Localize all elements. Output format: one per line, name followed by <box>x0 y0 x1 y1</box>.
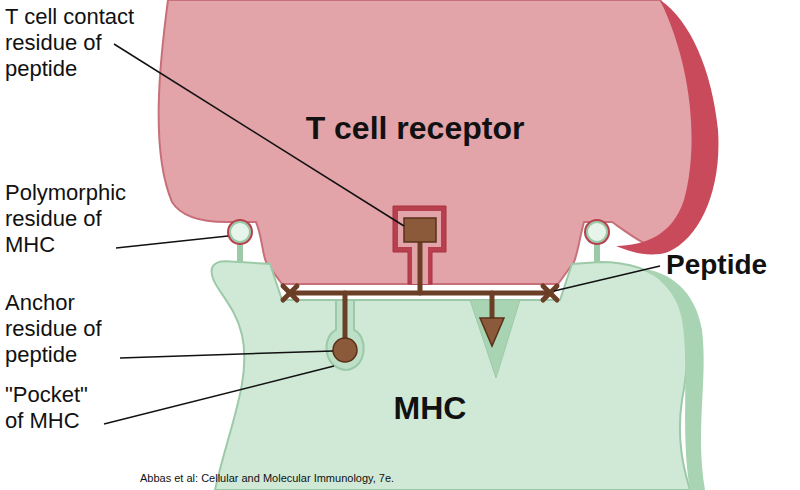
shape-title: MHC <box>394 390 467 427</box>
residue-notch <box>584 219 610 245</box>
peptide-chain <box>283 240 557 345</box>
shape-title: T cell receptor <box>306 110 525 147</box>
shape-outline <box>200 240 710 490</box>
residue-notch <box>227 219 253 245</box>
shape-path <box>159 0 699 284</box>
mhc-groove-pocket <box>470 300 520 378</box>
callout-label: Anchor residue of peptide <box>5 290 135 368</box>
polymorphic-residue <box>587 222 607 242</box>
callout-label: T cell contact residue of peptide <box>5 4 155 82</box>
callout-label: "Pocket" of MHC <box>5 382 97 434</box>
mhc-shape: MHC <box>200 240 710 490</box>
peptide-residue <box>480 318 504 346</box>
callout-label: Peptide <box>666 248 796 281</box>
polymorphic-residue <box>230 222 250 242</box>
callout-label: Polymorphic residue of MHC <box>5 180 135 258</box>
receptor-side <box>616 0 718 254</box>
leader-line <box>104 44 660 424</box>
contact-residue <box>404 218 436 242</box>
shape-path <box>212 261 690 490</box>
source-note: Abbas et al: Cellular and Molecular Immu… <box>140 472 540 485</box>
anchor-residue <box>333 338 357 362</box>
mhc-side <box>640 268 705 490</box>
